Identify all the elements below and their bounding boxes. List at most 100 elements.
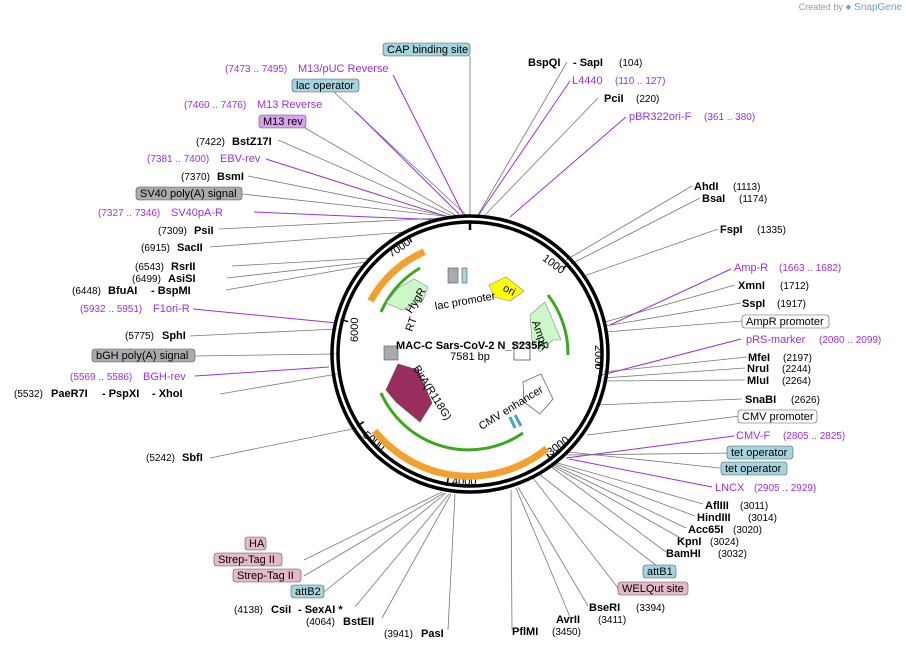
sbfi-label: SbfI [182, 452, 203, 464]
welqut-site-label: WELQut site [622, 583, 684, 595]
tet-op-mark-2 [508, 416, 517, 429]
amp-r-label: Amp-R [734, 262, 768, 274]
tick-mark [356, 421, 365, 427]
m13-puc-rev-coord: (7473 .. 7495) [225, 64, 287, 75]
mlui-coord: (2264) [782, 376, 811, 387]
kpni-coord: (3024) [710, 537, 739, 548]
snapgene-credit: Created by ● SnapGene [799, 2, 902, 13]
mlui-label: MluI [747, 375, 769, 387]
m13-puc-rev-label: M13/pUC Reverse [298, 63, 388, 75]
feature-arcs [367, 248, 570, 480]
lncx-coord: (2905 .. 2929) [754, 483, 816, 494]
snabi-label: SnaBI [745, 394, 776, 406]
tet-operator-1-label: tet operator [731, 447, 788, 459]
bstz17i-label: BstZ17I [232, 136, 272, 148]
tet-operator-2-box [720, 461, 788, 476]
ori-label: ori [501, 282, 517, 298]
attb2-label: attB2 [295, 586, 321, 598]
attb1-box [642, 564, 677, 579]
bgh-rev-coord: (5569 .. 5586) [70, 372, 132, 383]
bsmi-coord: (7370) [181, 172, 210, 183]
csii-coord: (4138) [234, 605, 263, 616]
inner-features: ori AmpR CMV enhancer BirA(R118G) HygR R… [383, 222, 562, 433]
sv40pa-r-coord: (7327 .. 7346) [98, 208, 160, 219]
sspi-label: SspI [742, 298, 765, 310]
nrui-label: NruI [747, 363, 769, 375]
snapgene-logo: ● SnapGene [845, 2, 902, 13]
pcii-label: PciI [604, 93, 624, 105]
green-arc-bottom [379, 392, 524, 452]
sphi-coord: (5775) [125, 331, 154, 342]
orange-arc-top [367, 248, 426, 303]
strep-tag-2-label: Strep-Tag II [237, 570, 294, 582]
ebv-rev-label: EBV-rev [220, 153, 261, 165]
green-arc-left [379, 266, 421, 313]
hindiii-coord: (3014) [748, 513, 777, 524]
sphi-label: SphI [162, 330, 186, 342]
tick-marks [340, 234, 604, 487]
sv40pa-r-label: SV40pA-R [171, 207, 223, 219]
lac-promoter-label: lac promoter [434, 290, 497, 312]
afliii-coord: (3011) [740, 501, 768, 512]
credit-brand: SnapGene [854, 2, 902, 13]
bspqi-label: BspQI [528, 57, 560, 69]
xmni-coord: (1712) [780, 281, 809, 292]
paer7i-coord: (5532) [14, 389, 43, 400]
lac-operator-label: lac operator [296, 80, 354, 92]
ahdi-coord: (1113) [733, 182, 760, 193]
psii-label: PsiI [194, 225, 214, 237]
tet-operator-2-label: tet operator [725, 463, 782, 475]
ahdi-label: AhdI [694, 181, 718, 193]
sspi-coord: (1917) [777, 299, 806, 310]
tick-mark [546, 453, 553, 461]
pbr322ori-f-coord: (361 .. 380) [704, 112, 755, 123]
tet-op-mark-1 [513, 414, 523, 427]
cap-binding-site-label: CAP binding site [387, 44, 468, 56]
leader-lines [189, 56, 748, 631]
strep-tag-1-box [213, 552, 283, 567]
sv40-polya-feature-box [135, 186, 243, 201]
lac-operator-feature-box [291, 78, 360, 93]
ampr-promoter-label: AmpR promoter [746, 316, 824, 328]
bseri-label: BseRI [589, 602, 620, 614]
kpni-label: KpnI [677, 536, 701, 548]
tick-label-6000: 6000 [349, 318, 361, 342]
pbr322ori-f-label: pBR322ori-F [629, 111, 692, 123]
pcii-coord: (220) [636, 94, 659, 105]
bgh-polya-box [383, 345, 399, 361]
bstz17i-coord: (7422) [196, 137, 225, 148]
cmv-f-coord: (2805 .. 2825) [783, 431, 845, 442]
m13-rev-box [258, 114, 307, 129]
m13-rev-label: M13 rev [263, 116, 303, 128]
hindiii-label: HindIII [697, 512, 731, 524]
sacii-label: SacII [177, 242, 203, 254]
asisi-coord: (6499) [132, 274, 161, 285]
bfuai-label: BfuAI [108, 285, 137, 297]
fspi-label: FspI [720, 224, 743, 236]
afliii-label: AflIII [705, 500, 729, 512]
bsteii-label: BstEII [343, 616, 374, 628]
ha-box [244, 536, 267, 551]
bgh-polya-label: bGH poly(A) signal [96, 350, 188, 362]
plasmid-name: MAC-C Sars-CoV-2 N_S235F [396, 340, 544, 352]
bamhi-label: BamHI [666, 548, 701, 560]
bsai-coord: (1174) [739, 194, 767, 205]
orange-arc-bottom [371, 428, 550, 480]
sbfi-coord: (5242) [146, 453, 175, 464]
pflmi-label: PflMI [512, 626, 538, 638]
strep-tag-1-label: Strep-Tag II [218, 554, 275, 566]
bsteii-coord: (4064) [306, 617, 335, 628]
strep-tag-2-box [232, 568, 302, 583]
mfei-label: MfeI [748, 352, 770, 364]
csii-label: CsiI [271, 604, 291, 616]
f1ori-r-label: F1ori-R [153, 303, 190, 315]
plasmid-size: 7581 bp [450, 351, 490, 363]
bspmi-label: - BspMI [151, 285, 191, 297]
ebv-rev-coord: (7381 .. 7400) [147, 154, 209, 165]
tick-label-1000: 1000 [540, 252, 567, 276]
m13-reverse-coord: (7460 .. 7476) [184, 100, 246, 111]
acc65i-coord: (3020) [733, 525, 762, 536]
tick-label-2000: 2000 [592, 345, 604, 369]
fspi-coord: (1335) [757, 225, 786, 236]
attb1-label: attB1 [647, 566, 673, 578]
